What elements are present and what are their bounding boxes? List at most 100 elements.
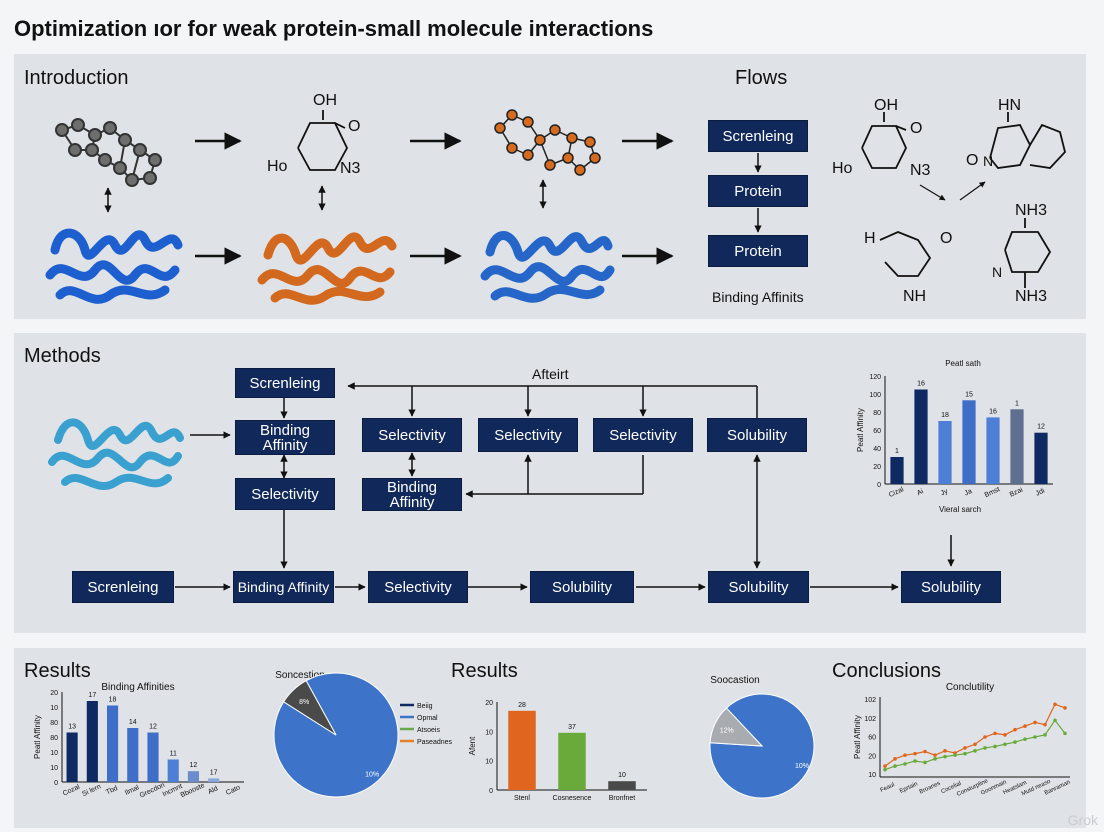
line-chart-point xyxy=(963,746,967,750)
watermark: Grok xyxy=(1067,812,1098,828)
line-chart-point xyxy=(983,735,987,739)
binding-chart-tick-label: Cato xyxy=(225,784,241,797)
line-chart-point xyxy=(973,742,977,747)
results-chart-ylabel: Afent xyxy=(468,736,477,755)
results-chart-bar xyxy=(508,710,536,790)
flow-box-protein-1[interactable]: Protein xyxy=(708,175,808,207)
results-chart-tick-label: Cosnesence xyxy=(553,795,592,802)
flow-box-screnleing[interactable]: Screnleing xyxy=(708,120,808,152)
line-chart-point xyxy=(903,753,907,757)
rm-nh3b-label: NH3 xyxy=(1015,288,1048,305)
binding-chart-data-label: 13 xyxy=(68,724,76,731)
methods-box-screnleing[interactable]: Screnleing xyxy=(235,368,335,398)
line-chart-series xyxy=(884,703,1066,767)
bottom-box-screnleing[interactable]: Screnleing xyxy=(72,571,174,603)
methods-box-solubility-top[interactable]: Solubility xyxy=(707,418,807,452)
methods-chart-y-tick: 0 xyxy=(877,482,881,489)
line-chart-y-tick: 20 xyxy=(868,753,876,760)
methods-chart-bar xyxy=(914,389,928,484)
afteirt-label: Afteirt xyxy=(532,366,569,382)
binding-chart-data-label: 18 xyxy=(109,697,117,704)
cyan-protein-icon xyxy=(48,418,184,491)
line-chart-point xyxy=(913,759,917,763)
line-chart-point xyxy=(1023,737,1027,741)
line-chart-point xyxy=(973,749,977,753)
methods-chart-bar xyxy=(1010,409,1024,484)
mol1-oh-label: OH xyxy=(313,92,337,109)
pie2-slice-label: 10% xyxy=(795,763,809,770)
bottom-box-binding-affinity[interactable]: Binding Affinity xyxy=(233,571,334,603)
results-chart-data-label: 37 xyxy=(568,724,576,731)
binding-chart-y-tick: 10 xyxy=(50,705,58,712)
pie1-legend-label: Opmal xyxy=(417,715,438,722)
results-chart-tick-label: Bronfnet xyxy=(609,795,636,802)
binding-chart-data-label: 11 xyxy=(170,751,177,758)
methods-chart-title: Peatl sath xyxy=(945,359,981,368)
binding-chart-tick-label: Tbd xyxy=(105,785,119,796)
methods-chart-data-label: 1 xyxy=(895,448,899,455)
line-chart-point xyxy=(1003,742,1007,747)
line-chart-tick-label: Eprtain xyxy=(899,781,919,794)
binding-chart-y-tick: 0 xyxy=(54,780,58,787)
methods-chart-data-label: 1 xyxy=(1015,400,1019,407)
methods-chart-bar xyxy=(1034,432,1048,484)
pie1-legend-label: Paseadnes xyxy=(417,739,453,746)
rm-n-label: N xyxy=(983,153,994,169)
methods-box-selectivity-1[interactable]: Selectivity xyxy=(362,418,462,452)
binding-chart-data-label: 17 xyxy=(88,692,96,699)
methods-box-binding-affinity[interactable]: Binding Affinity xyxy=(235,420,335,455)
line-chart-point xyxy=(1013,727,1017,732)
methods-chart-ylabel: Peatl Affinity xyxy=(856,408,865,452)
line-chart-point xyxy=(1063,706,1067,710)
binding-chart-bar xyxy=(167,759,179,782)
line-chart-title: Conclutility xyxy=(946,682,994,693)
flow-box-protein-2[interactable]: Protein xyxy=(708,235,808,267)
methods-chart-y-tick: 120 xyxy=(869,374,881,381)
pie1-title: Soncestion xyxy=(275,670,324,681)
results-panel xyxy=(14,648,1086,828)
binding-chart-y-tick: 10 xyxy=(50,765,58,772)
gray-molecule-icon xyxy=(55,118,162,187)
line-chart-point xyxy=(963,751,967,756)
methods-chart-y-tick: 100 xyxy=(869,392,881,399)
rm-ho-label: Ho xyxy=(832,160,853,177)
rm-n2-label: N xyxy=(992,264,1003,280)
binding-chart-y-tick: 80 xyxy=(50,720,58,727)
bottom-box-solubility-2[interactable]: Solubility xyxy=(708,571,809,603)
methods-chart-bar xyxy=(986,417,1000,484)
line-chart-point xyxy=(923,749,927,754)
binding-chart-bar xyxy=(86,701,98,782)
line-chart-point xyxy=(933,757,937,761)
pie1-slice-label: 8% xyxy=(299,699,309,706)
methods-box-selectivity-2[interactable]: Selectivity xyxy=(478,418,578,452)
rm-o2-label: O xyxy=(910,120,923,137)
line-chart-point xyxy=(1043,722,1047,727)
bottom-box-solubility-1[interactable]: Solubility xyxy=(530,571,634,603)
bottom-box-solubility-3[interactable]: Solubility xyxy=(901,571,1001,603)
methods-chart-bar xyxy=(962,400,976,484)
line-chart-point xyxy=(1053,702,1057,707)
line-chart-point xyxy=(1003,733,1007,737)
binding-chart-tick-label: Ald xyxy=(207,785,219,796)
bottom-box-selectivity[interactable]: Selectivity xyxy=(368,571,468,603)
binding-chart-tick-label: Cozal xyxy=(62,784,82,798)
pie1-legend-label: Atsoeis xyxy=(417,727,440,734)
pie2-title: Soocastion xyxy=(710,675,759,686)
methods-chart-tick-label: Ja xyxy=(964,488,974,498)
results-chart-tick-label: Stenl xyxy=(514,795,530,802)
methods-chart-data-label: 16 xyxy=(989,408,997,415)
methods-box-binding-affinity-2[interactable]: Binding Affinity xyxy=(362,478,462,511)
binding-chart-tick-label: Bbooste xyxy=(180,782,206,799)
mol1-o-label: O xyxy=(348,118,361,135)
methods-chart-tick-label: Bzai xyxy=(1009,486,1025,498)
right-molecule-4-icon xyxy=(1004,218,1052,288)
line-chart-point xyxy=(993,731,997,736)
rm-nh3-label: NH3 xyxy=(1015,202,1048,219)
binding-chart-data-label: 12 xyxy=(190,762,198,769)
methods-box-selectivity-left[interactable]: Selectivity xyxy=(235,478,335,510)
orange-protein-icon xyxy=(257,232,397,305)
line-chart-point xyxy=(1013,740,1017,744)
methods-box-selectivity-3[interactable]: Selectivity xyxy=(593,418,693,452)
results-chart-y-tick: 10 xyxy=(485,759,493,766)
